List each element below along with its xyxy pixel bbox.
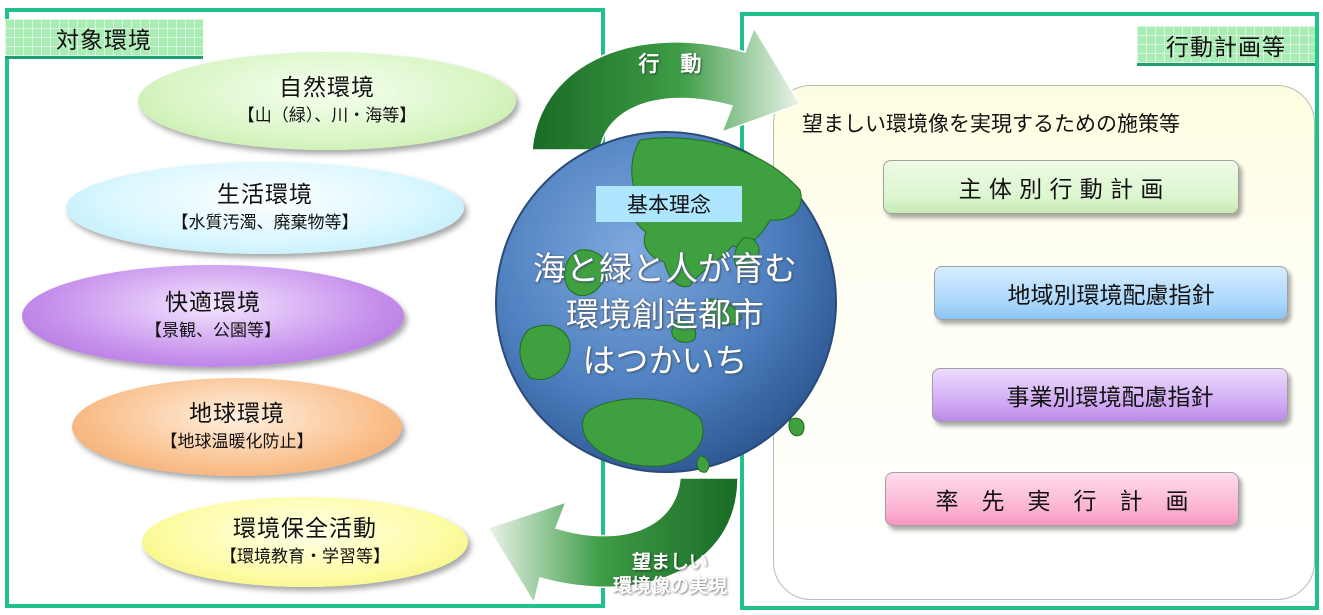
- ellipse-subtitle: 【景観、公園等】: [145, 321, 281, 341]
- realization-arrow-label-2: 環境像の実現: [612, 575, 727, 597]
- plan-by-actor: 主 体 別 行 動 計 画: [883, 160, 1239, 214]
- leading-action-plan: 率 先 実 行 計 画: [885, 472, 1239, 526]
- ellipse-subtitle: 【環境教育・学習等】: [220, 547, 390, 567]
- measures-title: 望ましい環境像を実現するための施策等: [802, 112, 1180, 136]
- action-arrow-label: 行 動: [638, 52, 702, 76]
- natural-environment-ellipse: 自然環境 【山（緑）、川・海等】: [138, 52, 516, 150]
- global-environment-ellipse: 地球環境 【地球温暖化防止】: [72, 378, 402, 476]
- ellipse-subtitle: 【山（緑）、川・海等】: [237, 106, 417, 126]
- ellipse-title: 自然環境: [279, 75, 375, 101]
- ellipse-title: 快適環境: [165, 290, 261, 316]
- business-guideline: 事業別環境配慮指針: [932, 368, 1288, 422]
- action-arrow: [531, 26, 802, 151]
- amenity-environment-ellipse: 快適環境 【景観、公園等】: [22, 265, 404, 367]
- regional-guideline: 地域別環境配慮指針: [934, 266, 1288, 320]
- action-plan-tag: 行動計画等: [1137, 26, 1315, 66]
- target-environment-tag: 対象環境: [5, 19, 203, 59]
- philosophy-line-3: はつかいち: [582, 341, 748, 380]
- philosophy-line-2: 環境創造都市: [566, 295, 764, 334]
- philosophy-line-1: 海と緑と人が育む: [533, 249, 797, 288]
- living-environment-ellipse: 生活環境 【水質汚濁、廃棄物等】: [66, 162, 464, 254]
- realization-arrow-label-1: 望ましい: [631, 551, 708, 573]
- realization-arrow: [486, 477, 739, 605]
- conservation-activity-ellipse: 環境保全活動 【環境教育・学習等】: [142, 497, 468, 587]
- ellipse-subtitle: 【地球温暖化防止】: [160, 432, 314, 452]
- basic-philosophy-label: 基本理念: [596, 186, 742, 222]
- ellipse-title: 生活環境: [217, 182, 313, 208]
- ellipse-subtitle: 【水質汚濁、廃棄物等】: [171, 213, 359, 233]
- ellipse-title: 地球環境: [189, 401, 285, 427]
- ellipse-title: 環境保全活動: [233, 516, 377, 542]
